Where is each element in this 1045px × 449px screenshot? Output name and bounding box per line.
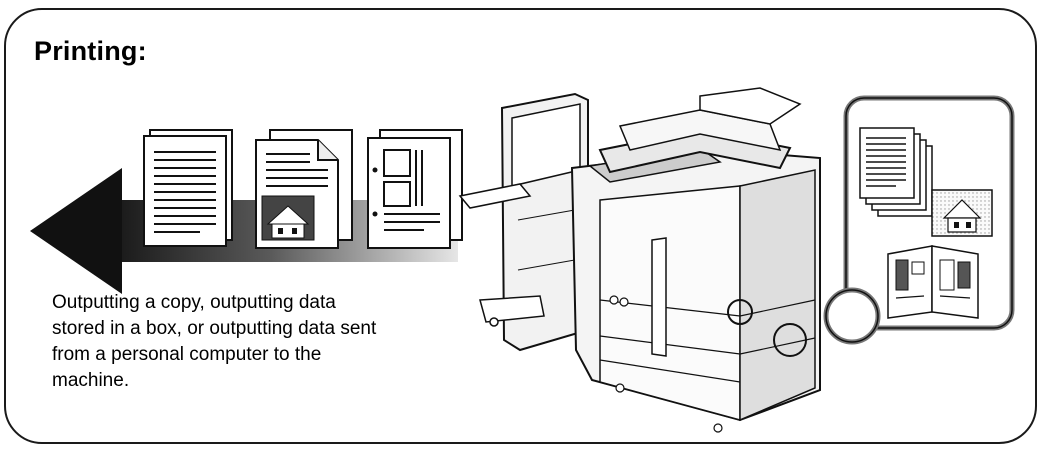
layout-document-icon — [367, 129, 463, 249]
text-document-icon — [143, 129, 233, 247]
description-line: stored in a box, or outputting data sent — [52, 318, 377, 339]
photo-print-icon — [931, 189, 993, 237]
multifunction-printer-icon — [458, 87, 821, 433]
booklet-icon — [887, 245, 979, 319]
page-title: Printing: — [34, 36, 147, 66]
description-line: machine. — [52, 370, 130, 391]
description-line: from a personal computer to the — [52, 344, 322, 365]
description-line: Outputting a copy, outputting data — [52, 292, 336, 313]
printing-description: Outputting a copy, outputting data store… — [52, 290, 482, 394]
image-document-icon — [255, 129, 353, 249]
document-stack-icon — [859, 127, 933, 217]
